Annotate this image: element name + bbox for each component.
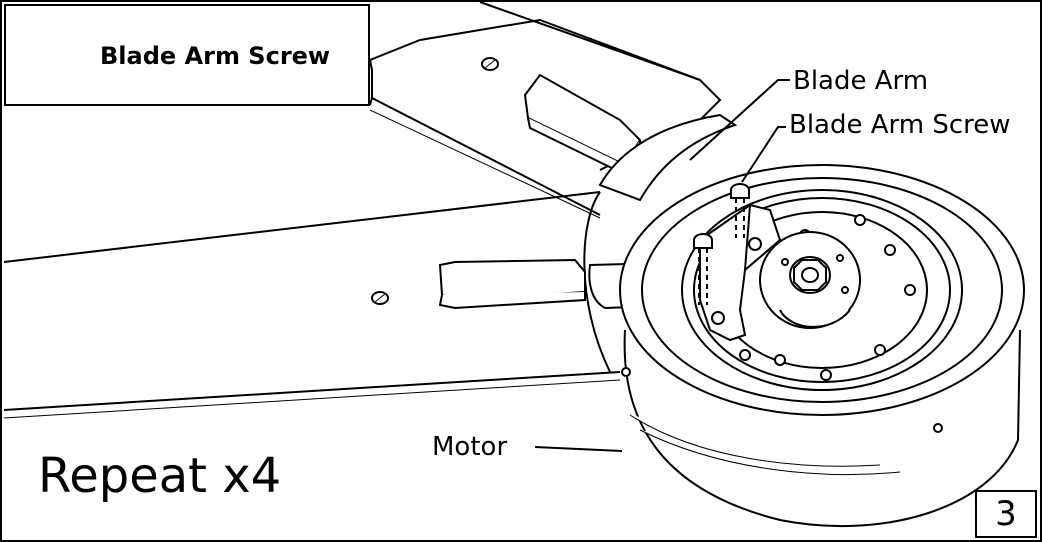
callout-title: Blade Arm Screw [100,42,331,70]
instruction-text: Repeat x4 [38,448,282,504]
label-blade-arm-screw: Blade Arm Screw [789,110,1011,140]
lower-grip [438,258,586,310]
label-blade-arm: Blade Arm [793,66,929,96]
blade-arm-bracket [699,203,782,342]
motor-body [619,164,1025,528]
lower-blade-plate [3,191,621,419]
leader-lines [534,79,790,452]
label-motor: Motor [432,432,508,462]
motor-hub [759,231,861,329]
blade-arm-screws [693,183,750,305]
callout-box [4,4,370,106]
step-number: 3 [975,490,1037,538]
